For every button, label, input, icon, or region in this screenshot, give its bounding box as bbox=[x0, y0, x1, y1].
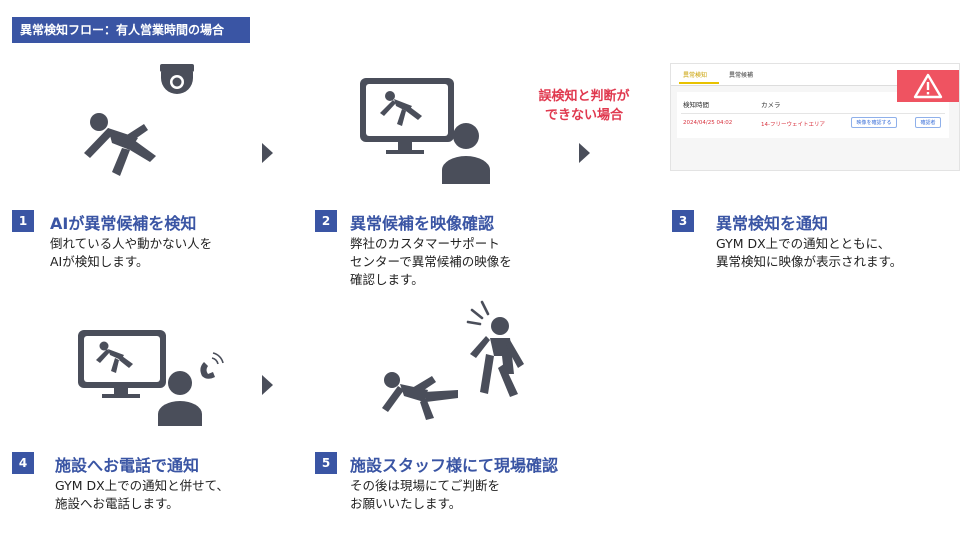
step-desc-5-line-2: お願いいたします。 bbox=[350, 496, 462, 511]
step-title-5: 施設スタッフ様にて現場確認 bbox=[350, 456, 559, 475]
step-title-1: AIが異常候補を検知 bbox=[50, 214, 197, 233]
step-number-2: 2 bbox=[315, 210, 337, 232]
step-number-1: 1 bbox=[12, 210, 34, 232]
preview-table: 検知時間 カメラ 2024/04/25 04:02 14-フリーウェイトエリア … bbox=[677, 92, 949, 138]
step-title-4: 施設へお電話で通知 bbox=[55, 456, 200, 475]
warning-line-1: 誤検知と判断が bbox=[538, 89, 630, 104]
preview-divider bbox=[681, 113, 945, 114]
step-desc-3-line-2: 異常検知に映像が表示されます。 bbox=[716, 254, 903, 269]
flow-arrow-2 bbox=[579, 143, 590, 163]
alert-banner bbox=[897, 70, 959, 102]
step-number-4: 4 bbox=[12, 452, 34, 474]
warning-text: 誤検知と判断が できない場合 bbox=[520, 87, 648, 125]
preview-confirmer-button: 確認者 bbox=[915, 117, 941, 128]
flow-title-banner: 異常検知フロー：有人営業時間の場合 bbox=[12, 17, 250, 43]
warning-line-2: できない場合 bbox=[544, 108, 623, 123]
step-number-3: 3 bbox=[672, 210, 694, 232]
monitor-operator-icon bbox=[360, 78, 490, 184]
step-desc-2-line-1: 弊社のカスタマーサポート bbox=[350, 236, 500, 251]
step-desc-3: GYM DX上での通知とともに、 異常検知に映像が表示されます。 bbox=[716, 235, 902, 271]
warning-triangle-icon bbox=[913, 73, 943, 99]
step-desc-1-line-1: 倒れている人や動かない人を bbox=[50, 236, 213, 251]
step-desc-4-line-2: 施設へお電話します。 bbox=[55, 496, 179, 511]
step-title-2: 異常候補を映像確認 bbox=[350, 214, 495, 233]
staff-discovery-icon bbox=[382, 300, 524, 420]
preview-row-camera: 14-フリーウェイトエリア bbox=[761, 122, 825, 128]
preview-view-video-button: 映像を確認する bbox=[851, 117, 897, 128]
step-desc-4: GYM DX上での通知と併せて、 施設へお電話します。 bbox=[55, 477, 229, 513]
step-desc-4-line-1: GYM DX上での通知と併せて、 bbox=[55, 478, 230, 493]
preview-row-time: 2024/04/25 04:02 bbox=[683, 120, 733, 126]
monitor-phone-operator-icon bbox=[78, 330, 224, 426]
step-desc-2: 弊社のカスタマーサポート センターで異常候補の映像を 確認します。 bbox=[350, 235, 512, 289]
step-desc-2-line-2: センターで異常候補の映像を bbox=[350, 254, 512, 269]
step-desc-2-line-3: 確認します。 bbox=[350, 272, 424, 287]
step-desc-5: その後は現場にてご判断を お願いいたします。 bbox=[350, 477, 500, 513]
falling-person-camera-icon bbox=[84, 64, 194, 176]
notification-screen-preview: 異常検知 異常候補 検知時間 カメラ 2024/04/25 04:02 14-フ… bbox=[670, 63, 960, 171]
preview-active-tab-indicator bbox=[679, 82, 719, 84]
preview-header-camera: カメラ bbox=[761, 101, 781, 109]
flow-arrow-1 bbox=[262, 143, 273, 163]
preview-tab-bar: 異常検知 異常候補 bbox=[671, 64, 959, 86]
flow-arrow-3 bbox=[262, 375, 273, 395]
step-desc-5-line-1: その後は現場にてご判断を bbox=[350, 478, 501, 493]
step-desc-3-line-1: GYM DX上での通知とともに、 bbox=[716, 236, 891, 251]
step-desc-1-line-2: AIが検知します。 bbox=[50, 254, 149, 269]
step-number-5: 5 bbox=[315, 452, 337, 474]
step-desc-1: 倒れている人や動かない人を AIが検知します。 bbox=[50, 235, 212, 271]
preview-tab-candidate: 異常候補 bbox=[729, 72, 754, 79]
step-title-3: 異常検知を通知 bbox=[716, 214, 829, 233]
preview-header-time: 検知時間 bbox=[683, 101, 709, 109]
preview-tab-anomaly: 異常検知 bbox=[683, 72, 708, 79]
